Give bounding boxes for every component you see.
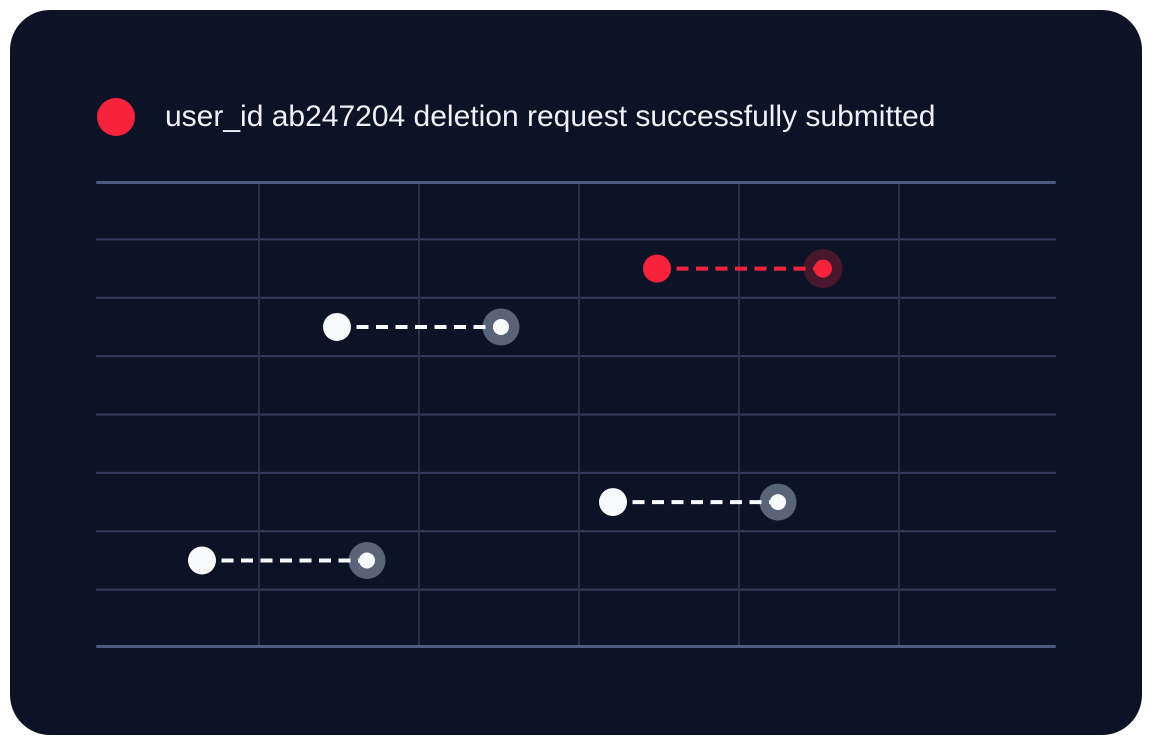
segment-start-dot bbox=[643, 254, 671, 283]
segment-deletion-request bbox=[643, 249, 843, 289]
segment-end-dot bbox=[770, 494, 786, 511]
status-message: user_id ab247204 deletion request succes… bbox=[165, 100, 936, 133]
segment-start-dot bbox=[599, 488, 627, 517]
segment-task-white-2 bbox=[599, 483, 797, 521]
segment-end-dot bbox=[493, 318, 509, 335]
segment-task-white-3 bbox=[188, 541, 386, 579]
segment-task-white-1 bbox=[323, 308, 520, 346]
grid-svg bbox=[96, 181, 1056, 648]
segment-end-dot bbox=[359, 552, 375, 569]
segment-start-dot bbox=[188, 546, 216, 575]
status-row: user_id ab247204 deletion request succes… bbox=[97, 98, 935, 136]
grid-top-edge-line bbox=[96, 181, 1056, 184]
status-indicator-dot bbox=[97, 98, 135, 136]
segment-start-dot bbox=[323, 312, 351, 341]
grid-bottom-edge-line bbox=[96, 645, 1056, 648]
timeline-grid bbox=[96, 181, 1056, 648]
segment-end-dot bbox=[814, 259, 832, 278]
status-card: user_id ab247204 deletion request succes… bbox=[10, 10, 1142, 735]
